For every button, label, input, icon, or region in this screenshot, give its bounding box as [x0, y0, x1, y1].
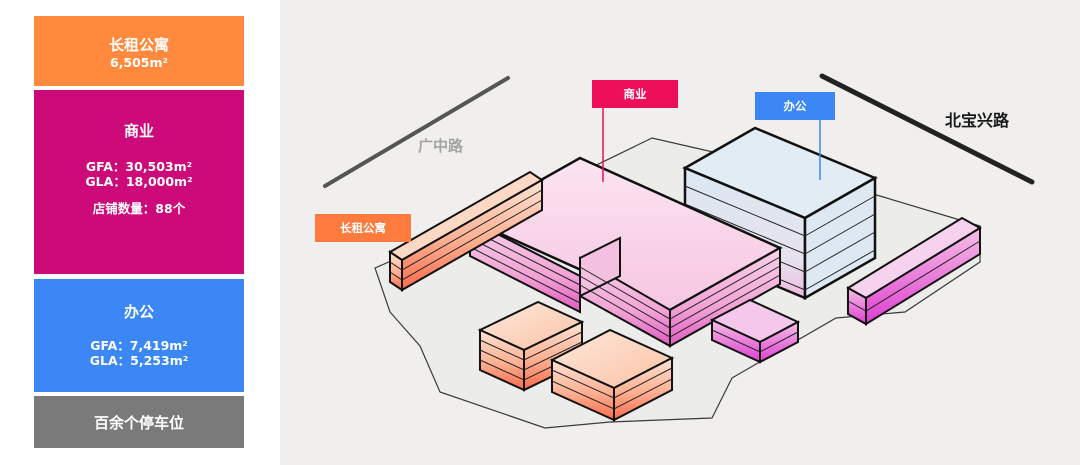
apartment-long-building: [388, 170, 544, 292]
road-label-beibaoxing: 北宝兴路: [945, 111, 1010, 130]
commercial-shop-count: 店铺数量：88个: [92, 201, 186, 216]
commercial-tag: 商业: [592, 80, 678, 108]
apartment-tag: 长租公寓: [315, 214, 411, 242]
commercial-east-building: [846, 216, 982, 326]
legend-card-office: 办公 GFA：7,419m² GLA：5,253m²: [34, 279, 244, 392]
apartment-south-building-2: [549, 328, 675, 422]
commercial-main-building: [467, 156, 783, 348]
commercial-annex-building: [709, 298, 801, 364]
commercial-gla: GLA：18,000m²: [85, 174, 193, 189]
apartment-area: 6,505m²: [109, 55, 169, 70]
office-gfa: GFA：7,419m²: [90, 338, 188, 353]
legend-card-commercial: 商业 GFA：30,503m² GLA：18,000m² 店铺数量：88个: [34, 90, 244, 274]
office-gla: GLA：5,253m²: [89, 353, 189, 368]
office-tag: 办公: [755, 92, 835, 120]
legend-card-parking: 百余个停车位: [34, 396, 244, 448]
road-line-guangzhong: [323, 76, 510, 188]
apartment-south-building-1: [477, 300, 585, 392]
site-illustration: [323, 73, 1035, 429]
legend-card-apartment: 长租公寓 6,505m²: [34, 16, 244, 86]
road-label-guangzhong: 广中路: [418, 137, 464, 155]
road-line-beibaoxing: [819, 73, 1035, 185]
office-title: 办公: [123, 303, 154, 321]
apartment-title: 长租公寓: [108, 36, 169, 54]
commercial-gfa: GFA：30,503m²: [85, 159, 193, 174]
site-diagram: 广中路 北宝兴路 商业 办公 长租公寓: [280, 0, 1080, 465]
commercial-title: 商业: [123, 122, 154, 140]
parking-title: 百余个停车位: [93, 414, 184, 432]
